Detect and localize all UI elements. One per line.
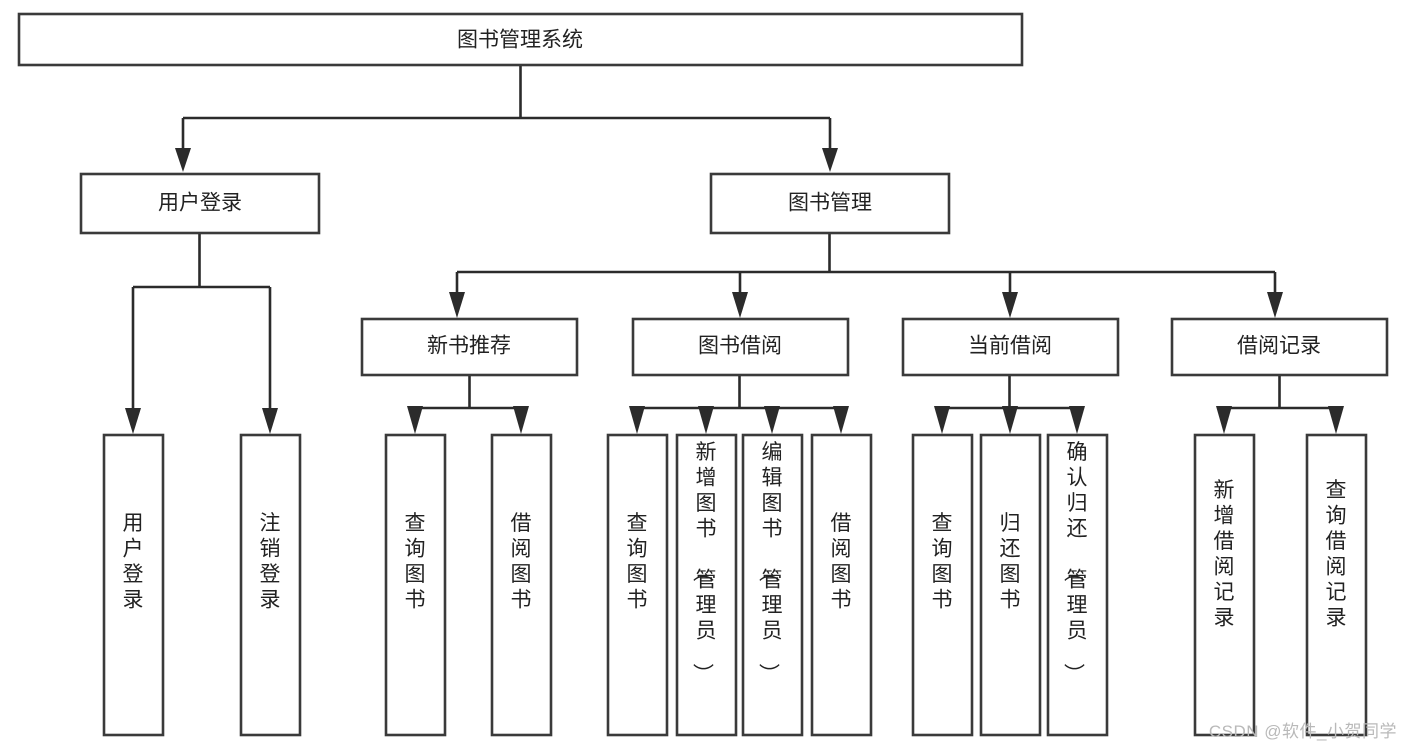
node-leaf-confirm-return-label: 确认归还（管理员）	[1062, 441, 1088, 684]
node-leaf-logout[interactable]: 注销登录	[239, 433, 302, 737]
node-leaf-query-book-2-label: 查询图书	[627, 512, 648, 612]
arrow-head-leaf-confirm-return	[1069, 406, 1085, 434]
node-leaf-confirm-return[interactable]: 确认归还（管理员）	[1046, 433, 1109, 737]
arrow-head-user-login	[175, 148, 191, 172]
node-borrow-record[interactable]: 借阅记录	[1170, 317, 1389, 377]
node-leaf-borrow-book-2[interactable]: 借阅图书	[810, 433, 873, 737]
node-current-borrow[interactable]: 当前借阅	[901, 317, 1120, 377]
node-leaf-query-book-3[interactable]: 查询图书	[911, 433, 974, 737]
node-leaf-user-login-label: 用户登录	[123, 512, 144, 612]
arrow-head-current-borrow	[1002, 292, 1018, 318]
node-new-book-recommend-box[interactable]	[360, 317, 579, 377]
node-root[interactable]: 图书管理系统	[17, 12, 1024, 67]
node-leaf-return-book[interactable]: 归还图书	[979, 433, 1042, 737]
node-book-management-label: 图书管理	[788, 192, 872, 215]
node-leaf-query-record-label: 查询借阅记录	[1326, 479, 1347, 630]
connector-group-currentborrow-to-leaves	[934, 375, 1085, 434]
node-root-box[interactable]	[17, 12, 1024, 67]
node-user-login[interactable]: 用户登录	[79, 172, 321, 235]
node-leaf-confirm-return-box[interactable]	[1046, 433, 1109, 737]
node-user-login-box[interactable]	[79, 172, 321, 235]
arrow-head-borrow-record	[1267, 292, 1283, 318]
node-book-borrow-label: 图书借阅	[698, 335, 782, 358]
node-leaf-query-book-1-box[interactable]	[384, 433, 447, 737]
connector-group-bookmanagement-to-level3	[449, 233, 1283, 318]
connector-group-borrowrecord-to-leaves	[1216, 375, 1344, 434]
node-leaf-query-record[interactable]: 查询借阅记录	[1305, 433, 1368, 737]
node-user-login-label: 用户登录	[158, 192, 242, 215]
node-leaf-user-login[interactable]: 用户登录	[102, 433, 165, 737]
node-leaf-borrow-book-1[interactable]: 借阅图书	[490, 433, 553, 737]
arrow-head-leaf-return-book	[1002, 406, 1018, 434]
node-leaf-edit-book-label: 编辑图书（管理员）	[757, 441, 783, 684]
node-current-borrow-box[interactable]	[901, 317, 1120, 377]
connector-group-userlogin-to-leaves	[125, 233, 278, 434]
node-book-borrow[interactable]: 图书借阅	[631, 317, 850, 377]
node-root-label: 图书管理系统	[457, 29, 583, 52]
arrow-head-leaf-edit-book	[764, 406, 780, 434]
arrow-head-book-management	[822, 148, 838, 172]
arrow-head-leaf-add-record	[1216, 406, 1232, 434]
arrow-head-leaf-borrow-book-2	[833, 406, 849, 434]
node-leaf-borrow-book-1-box[interactable]	[490, 433, 553, 737]
node-leaf-add-book-box[interactable]	[675, 433, 738, 737]
node-leaf-query-book-1[interactable]: 查询图书	[384, 433, 447, 737]
node-leaf-logout-label: 注销登录	[260, 512, 281, 612]
node-leaf-borrow-book-2-label: 借阅图书	[831, 512, 852, 612]
node-book-borrow-box[interactable]	[631, 317, 850, 377]
node-borrow-record-label: 借阅记录	[1237, 335, 1321, 358]
arrow-head-leaf-logout	[262, 408, 278, 434]
node-leaf-query-book-2-box[interactable]	[606, 433, 669, 737]
node-new-book-recommend[interactable]: 新书推荐	[360, 317, 579, 377]
arrow-head-leaf-query-book-2	[629, 406, 645, 434]
node-leaf-edit-book-box[interactable]	[741, 433, 804, 737]
node-borrow-record-box[interactable]	[1170, 317, 1389, 377]
node-book-management[interactable]: 图书管理	[709, 172, 951, 235]
connector-group-root-to-level2	[175, 66, 838, 172]
node-leaf-add-record-box[interactable]	[1193, 433, 1256, 737]
node-leaf-borrow-book-1-label: 借阅图书	[511, 512, 532, 612]
node-current-borrow-label: 当前借阅	[968, 335, 1052, 358]
arrow-head-book-borrow	[732, 292, 748, 318]
node-leaf-user-login-box[interactable]	[102, 433, 165, 737]
arrow-head-leaf-query-book-1	[407, 406, 423, 434]
node-leaf-add-record-label: 新增借阅记录	[1214, 479, 1235, 630]
connector-group-bookborrow-to-leaves	[629, 375, 849, 434]
csdn-watermark: CSDN @软件_小贺同学	[1208, 722, 1397, 741]
node-leaf-query-book-3-label: 查询图书	[932, 512, 953, 612]
arrow-head-new-book-recommend	[449, 292, 465, 318]
arrow-head-leaf-add-book	[698, 406, 714, 434]
node-leaf-logout-box[interactable]	[239, 433, 302, 737]
node-leaf-return-book-box[interactable]	[979, 433, 1042, 737]
arrow-head-leaf-query-record	[1328, 406, 1344, 434]
node-new-book-recommend-label: 新书推荐	[427, 335, 511, 358]
node-leaf-add-book-label: 新增图书（管理员）	[691, 441, 717, 684]
arrow-head-leaf-borrow-book-1	[513, 406, 529, 434]
node-leaf-query-book-1-label: 查询图书	[405, 512, 426, 612]
node-book-management-box[interactable]	[709, 172, 951, 235]
arrow-head-leaf-user-login	[125, 408, 141, 434]
node-leaf-query-book-2[interactable]: 查询图书	[606, 433, 669, 737]
node-leaf-borrow-book-2-box[interactable]	[810, 433, 873, 737]
node-leaf-add-record[interactable]: 新增借阅记录	[1193, 433, 1256, 737]
node-leaf-return-book-label: 归还图书	[1000, 512, 1021, 612]
arrow-head-leaf-query-book-3	[934, 406, 950, 434]
node-leaf-edit-book[interactable]: 编辑图书（管理员）	[741, 433, 804, 737]
node-leaf-query-record-box[interactable]	[1305, 433, 1368, 737]
node-leaf-query-book-3-box[interactable]	[911, 433, 974, 737]
connector-group-newbook-to-leaves	[407, 375, 529, 434]
node-leaf-add-book[interactable]: 新增图书（管理员）	[675, 433, 738, 737]
